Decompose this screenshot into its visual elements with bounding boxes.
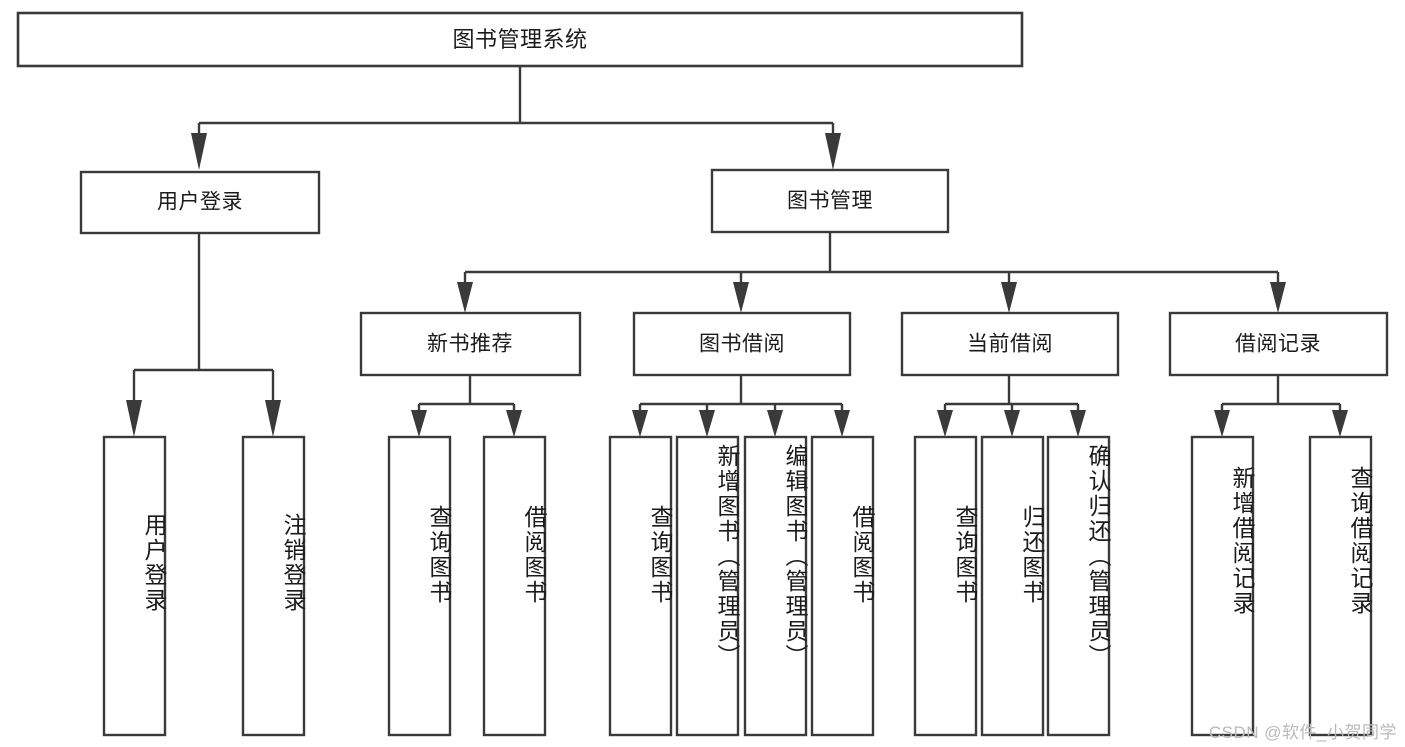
node-current-borrow-label: 当前借阅	[967, 333, 1053, 356]
arrow-head-icon	[506, 410, 522, 437]
watermark-text: CSDN @软件_小贺同学	[1208, 723, 1397, 742]
node-current-borrow-box[interactable]	[900, 311, 1120, 377]
node-new-book-recommend-box[interactable]	[359, 311, 582, 377]
node-new-book-recommend-label: 新书推荐	[427, 333, 513, 356]
node-borrow-record-label: 借阅记录	[1235, 333, 1321, 356]
node-root[interactable]: 图书管理系统	[16, 11, 1024, 68]
leaf-box-query-record[interactable]	[1308, 435, 1373, 737]
node-user-login[interactable]: 用户登录	[79, 170, 321, 235]
connector-group-currentborrow-to-leaves	[937, 375, 1086, 437]
arrow-head-icon	[265, 400, 281, 437]
node-book-borrow-box[interactable]	[632, 311, 852, 377]
arrow-head-icon	[825, 133, 841, 170]
connector-group-root-to-level2	[191, 66, 841, 170]
arrow-head-icon	[1004, 410, 1020, 437]
node-book-manage-label: 图书管理	[787, 190, 873, 213]
node-borrow-record-box[interactable]	[1168, 311, 1389, 377]
arrow-head-icon	[1001, 282, 1017, 313]
arrow-head-icon	[733, 282, 749, 313]
node-book-borrow-label: 图书借阅	[699, 333, 785, 356]
arrow-head-icon	[1332, 410, 1348, 437]
node-root-label: 图书管理系统	[452, 27, 587, 52]
leaf-box-borrow-book-1[interactable]	[482, 435, 547, 737]
leaf-box-confirm-return[interactable]	[1046, 435, 1111, 737]
connector-group-bookborrow-to-leaves	[632, 375, 850, 437]
leaf-box-user-logout[interactable]	[241, 435, 306, 737]
node-book-manage[interactable]: 图书管理	[710, 168, 950, 234]
arrow-head-icon	[834, 410, 850, 437]
node-borrow-record[interactable]: 借阅记录	[1168, 311, 1389, 377]
node-current-borrow[interactable]: 当前借阅	[900, 311, 1120, 377]
connector-group-newbook-to-leaves	[411, 375, 522, 437]
node-root-box[interactable]	[16, 11, 1024, 68]
leaf-box-query-book-1[interactable]	[387, 435, 452, 737]
leaf-box-edit-book[interactable]	[743, 435, 808, 737]
connector-group-userlogin-to-leaves	[126, 233, 281, 437]
leaf-box-borrow-book-2[interactable]	[810, 435, 875, 737]
leaf-boxes-group	[102, 435, 1373, 737]
arrow-head-icon	[1214, 410, 1230, 437]
node-new-book-recommend[interactable]: 新书推荐	[359, 311, 582, 377]
connector-group-borrowrecord-to-leaves	[1214, 375, 1348, 437]
leaf-box-add-book[interactable]	[675, 435, 740, 737]
node-book-manage-box[interactable]	[710, 168, 950, 234]
arrow-head-icon	[699, 410, 715, 437]
connector-group-bookmanage-to-level3	[457, 232, 1286, 313]
arrow-head-icon	[1070, 410, 1086, 437]
leaf-box-user-login[interactable]	[102, 435, 167, 737]
arrow-head-icon	[632, 410, 648, 437]
arrow-head-icon	[126, 400, 142, 437]
node-book-borrow[interactable]: 图书借阅	[632, 311, 852, 377]
arrow-head-icon	[937, 410, 953, 437]
leaf-box-add-record[interactable]	[1190, 435, 1255, 737]
arrow-head-icon	[457, 282, 473, 313]
arrow-head-icon	[767, 410, 783, 437]
arrow-head-icon	[411, 410, 427, 437]
node-user-login-label: 用户登录	[157, 191, 243, 214]
leaf-box-query-book-2[interactable]	[608, 435, 673, 737]
node-user-login-box[interactable]	[79, 170, 321, 235]
arrow-head-icon	[191, 133, 207, 170]
leaf-box-return-book[interactable]	[980, 435, 1045, 737]
arrow-head-icon	[1270, 282, 1286, 313]
leaf-box-query-book-3[interactable]	[913, 435, 978, 737]
